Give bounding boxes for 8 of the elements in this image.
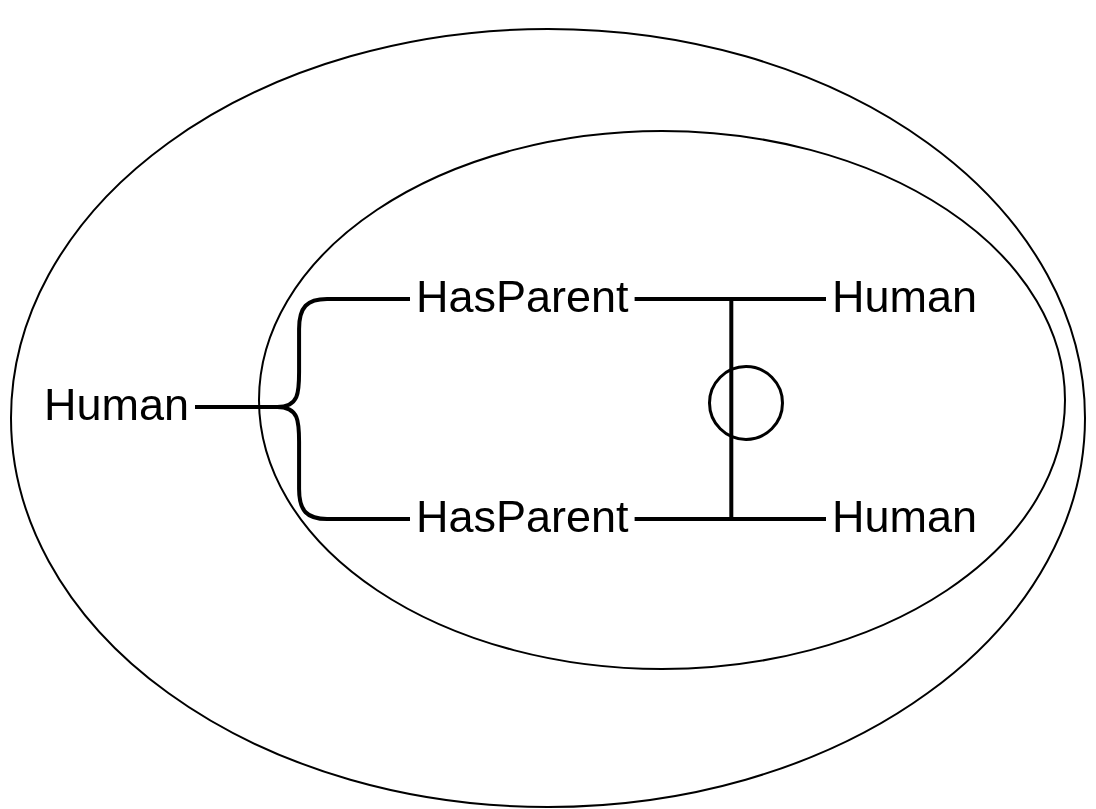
connector-line	[195, 405, 410, 521]
term-label: HasParent	[416, 274, 629, 320]
term-label: HasParent	[416, 494, 629, 540]
term-label: Human	[832, 494, 978, 540]
connector-line	[634, 297, 826, 301]
connector-line	[634, 517, 826, 521]
term-label: Human	[44, 382, 190, 428]
term-label: Human	[832, 274, 978, 320]
